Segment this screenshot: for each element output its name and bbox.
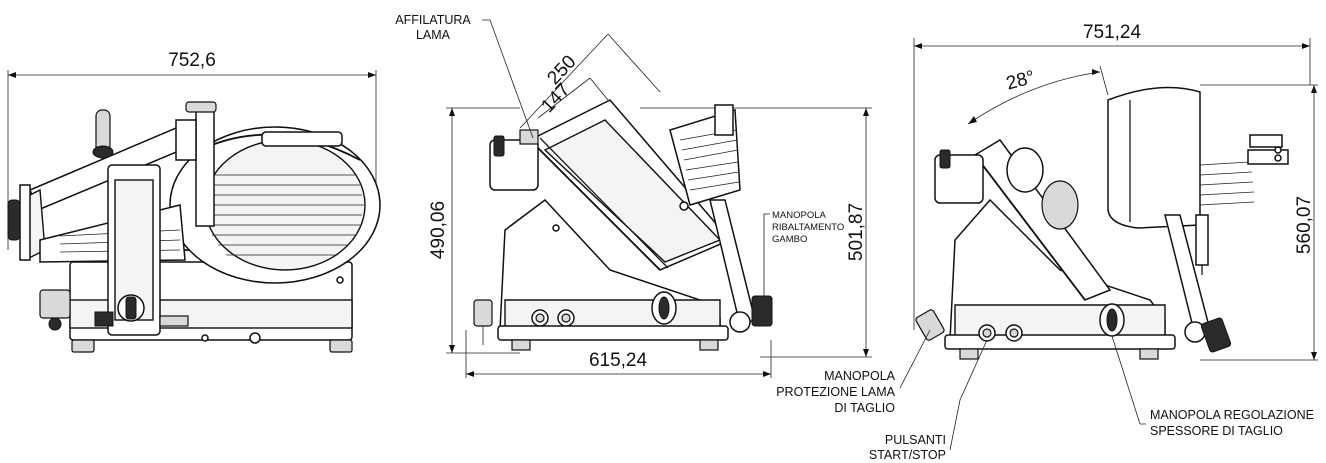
label-affilatura-1: AFFILATURA <box>395 13 471 27</box>
dim-right-angle: 28° <box>1004 67 1037 95</box>
label-ribaltamento-1: MANOPOLA <box>772 210 827 221</box>
label-protezione-2: PROTEZIONE LAMA <box>776 385 895 399</box>
dim-left-width: 752,6 <box>168 50 216 71</box>
dim-right-height: 560,07 <box>1294 196 1315 254</box>
front-view-slicer: 752,6 <box>7 50 381 353</box>
label-regolazione-2: SPESSORE DI TAGLIO <box>1150 424 1283 438</box>
label-regolazione-1: MANOPOLA REGOLAZIONE <box>1150 408 1314 422</box>
label-pulsanti-2: START/STOP <box>869 448 946 462</box>
dim-center-height-right: 501,87 <box>846 203 867 261</box>
side-view-slicer: 490,06 501,87 615,24 250 147 <box>428 33 872 378</box>
label-pulsanti-1: PULSANTI <box>885 433 946 447</box>
tilted-view-slicer: 751,24 28° 560,07 <box>913 22 1318 361</box>
dim-right-width: 751,24 <box>1083 22 1142 43</box>
label-ribaltamento-3: GAMBO <box>772 234 807 245</box>
label-protezione-1: MANOPOLA <box>824 369 896 383</box>
label-affilatura-2: LAMA <box>416 28 451 42</box>
label-ribaltamento-2: RIBALTAMENTO <box>772 222 844 233</box>
dim-center-base-width: 615,24 <box>589 350 648 371</box>
label-protezione-3: DI TAGLIO <box>834 401 895 415</box>
dim-center-angled-short: 147 <box>537 79 574 117</box>
dim-center-height-left: 490,06 <box>428 201 449 259</box>
